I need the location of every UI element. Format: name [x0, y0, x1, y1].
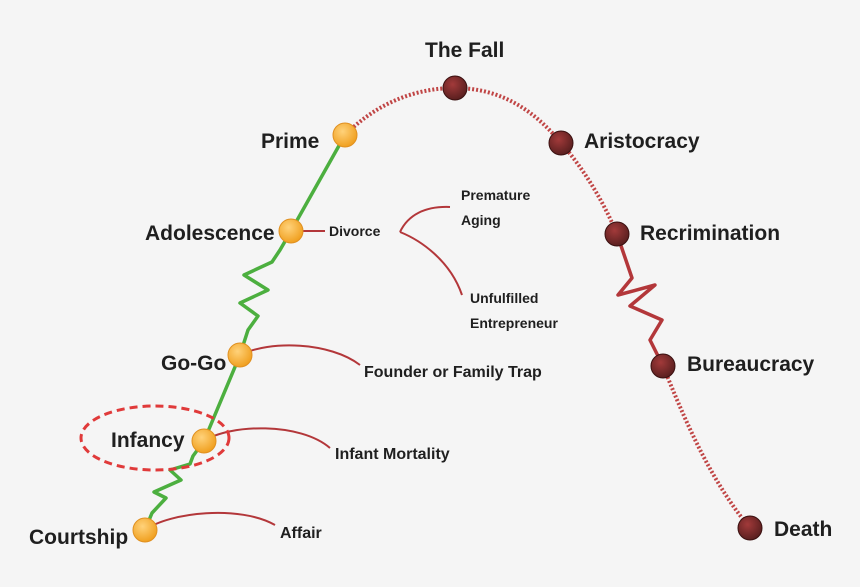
infancy-node — [191, 428, 217, 454]
aristocracy-label: Aristocracy — [584, 130, 700, 153]
gogo-node — [227, 342, 253, 368]
adolescence-node — [278, 218, 304, 244]
infant-mortality-connector — [203, 427, 331, 449]
infancy-label: Infancy — [111, 429, 185, 452]
premature-aging-label-line1: Premature — [461, 187, 530, 203]
founder-trap-label: Founder or Family Trap — [364, 364, 542, 381]
decline-curve-2 — [661, 365, 752, 530]
courtship-node — [132, 517, 158, 543]
recrimination-label: Recrimination — [640, 222, 780, 245]
bureaucracy-node — [650, 353, 676, 379]
prime-label: Prime — [261, 130, 319, 153]
prime-node — [332, 122, 358, 148]
death-label: Death — [774, 518, 832, 541]
unfulfilled-label-line1: Unfulfilled — [470, 290, 538, 306]
the-fall-label: The Fall — [425, 39, 504, 62]
divorce-label: Divorce — [329, 223, 381, 239]
peak-curve — [343, 85, 563, 145]
aristocracy-node — [548, 130, 574, 156]
unfulfilled-label-line2: Entrepreneur — [470, 315, 558, 331]
recrimination-node — [604, 221, 630, 247]
courtship-label: Courtship — [29, 526, 128, 549]
founder-trap-connector — [239, 344, 361, 366]
decline-curve-1 — [559, 141, 619, 235]
bureaucracy-label: Bureaucracy — [687, 353, 815, 376]
premature-aging-label-line2: Aging — [461, 212, 501, 228]
infant-mortality-label: Infant Mortality — [335, 446, 450, 463]
affair-connector — [144, 511, 276, 531]
adolescence-label: Adolescence — [145, 222, 275, 245]
the-fall-node — [442, 75, 468, 101]
decline-zigzag — [615, 233, 665, 367]
growth-curve — [143, 133, 347, 532]
unfulfilled-connector — [399, 231, 463, 296]
infancy-highlight-ring — [79, 404, 231, 472]
premature-aging-connector — [399, 205, 451, 233]
affair-label: Affair — [280, 525, 322, 542]
death-node — [737, 515, 763, 541]
gogo-label: Go-Go — [161, 352, 226, 375]
